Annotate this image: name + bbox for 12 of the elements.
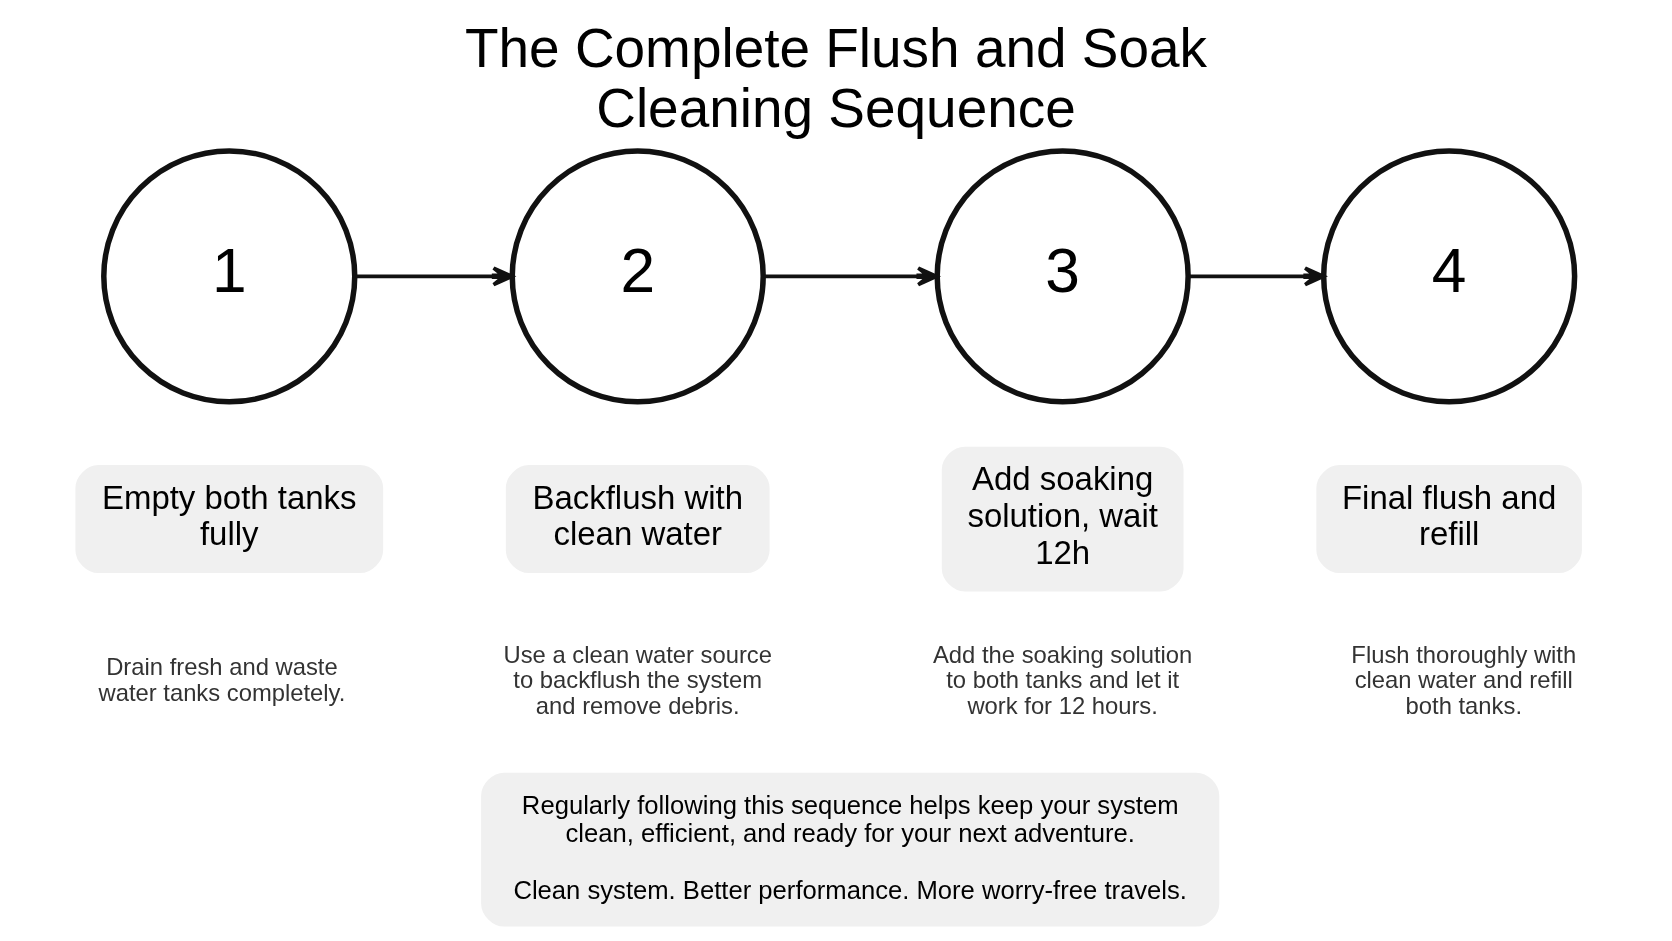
node-label: Use a clean water source to backflush the system and remove debris. bbox=[503, 640, 772, 719]
node-label: Flush thoroughly with clean water and refill both tanks. bbox=[1351, 640, 1577, 719]
node-label: Drain fresh and waste water tanks completely. bbox=[98, 653, 346, 707]
diagram-title: The Complete Flush and Soak Cleaning Sequence bbox=[464, 16, 1208, 140]
arrow bbox=[355, 266, 514, 287]
node-circle: 1 bbox=[101, 148, 358, 405]
node-circle: 4 bbox=[1320, 148, 1578, 405]
node-circle: 2 bbox=[509, 148, 766, 405]
arrow bbox=[1188, 266, 1326, 287]
arrow bbox=[763, 266, 939, 287]
node-label: Add the soaking solution to both tanks and let it work for 12 hours. bbox=[933, 640, 1193, 719]
node-circle: 3 bbox=[934, 148, 1191, 405]
